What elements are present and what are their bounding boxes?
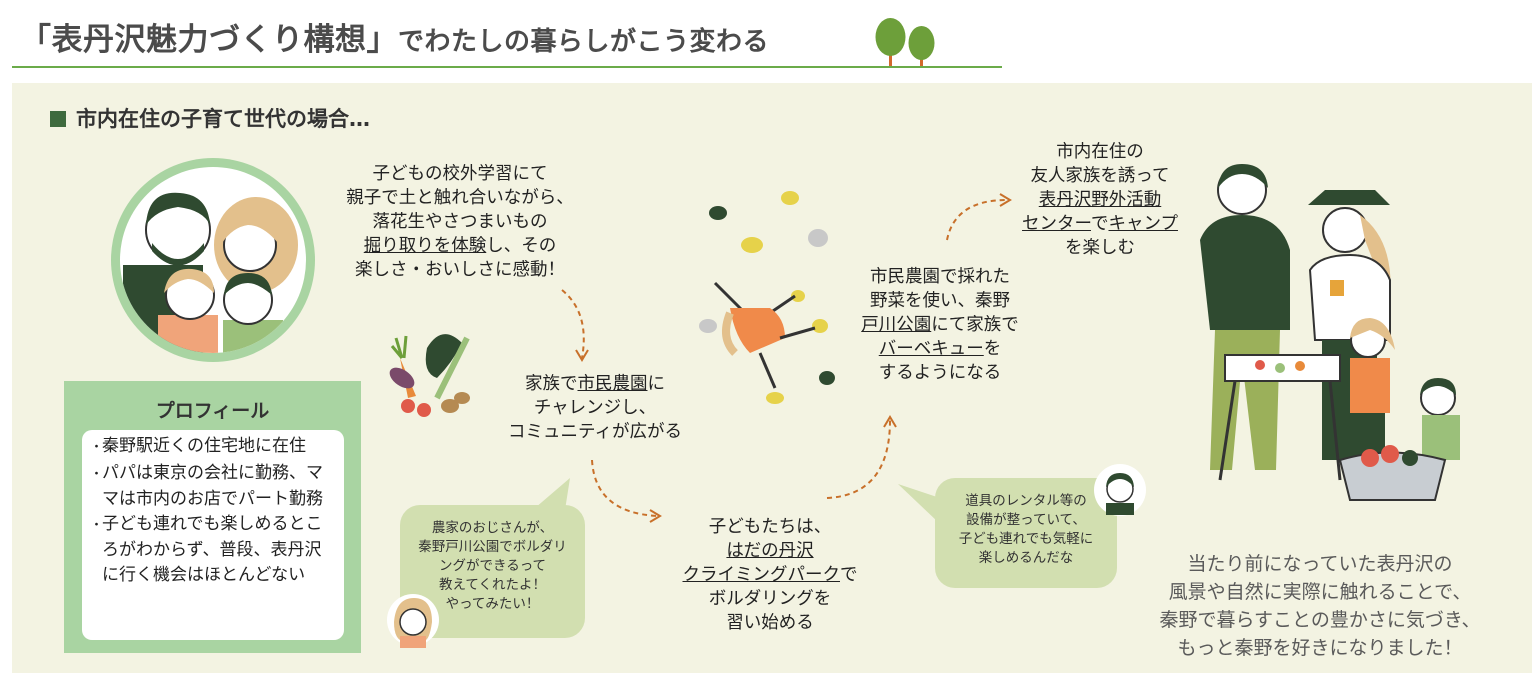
- flow-arrow-1: [561, 289, 589, 362]
- conclusion-text: 当たり前になっていた表丹沢の 風景や自然に実際に触れることで、 秦野で暮らすこと…: [1159, 553, 1481, 659]
- child-avatar: [387, 594, 439, 648]
- dad-speech-bubble: 道具のレンタル等の 設備が整っていて、 子ども連れでも気軽に 楽しめるんだな: [935, 478, 1117, 588]
- step2-text: 家族で市民農園に チャレンジし、 コミュニティが広がる: [508, 374, 682, 442]
- camping-family-illustration: [1200, 164, 1460, 501]
- profile-item: パパは東京の会社に勤務、ママは市内のお店でパート勤務: [90, 461, 338, 512]
- flow-arrow-3: [826, 415, 897, 499]
- step4-text: 市民農園で採れた 野菜を使い、秦野 戸川公園にて家族で バーベキューを するよう…: [861, 267, 1019, 383]
- bubble-tail: [898, 484, 940, 522]
- profile-list: 秦野駅近くの住宅地に在住 パパは東京の会社に勤務、ママは市内のお店でパート勤務 …: [82, 430, 344, 587]
- page-title: 「表丹沢魅力づくり構想」でわたしの暮らしがこう変わる: [20, 14, 769, 59]
- vegetables-illustration: [389, 334, 470, 417]
- bubble-tail: [535, 478, 570, 510]
- family-portrait-illustration: [111, 158, 315, 362]
- step5-text: 市内在住の 友人家族を誘って 表丹沢野外活動 センターでキャンプ を楽しむ: [1022, 142, 1178, 258]
- square-bullet-icon: [50, 111, 66, 127]
- title-quote: 「表丹沢魅力づくり構想」: [20, 22, 398, 58]
- title-underline: [12, 66, 1002, 68]
- section-heading-text: 市内在住の子育て世代の場合…: [76, 107, 370, 131]
- step3-text: 子どもたちは、 はだの丹沢 クライミングパークで ボルダリングを 習い始める: [682, 517, 858, 633]
- profile-title: プロフィール: [155, 400, 270, 422]
- section-heading: 市内在住の子育て世代の場合…: [50, 103, 370, 133]
- dad-avatar: [1094, 464, 1146, 516]
- profile-list-box: 秦野駅近くの住宅地に在住 パパは東京の会社に勤務、ママは市内のお店でパート勤務 …: [82, 430, 344, 640]
- profile-item: 秦野駅近くの住宅地に在住: [90, 434, 338, 461]
- flow-arrow-2: [591, 459, 662, 523]
- tree-icon: [875, 18, 935, 68]
- profile-item: 子ども連れでも楽しめるところがわからず、普段、表丹沢に行く機会はほとんどない: [90, 512, 338, 588]
- flow-arrow-4: [946, 193, 1012, 241]
- title-rest: でわたしの暮らしがこう変わる: [398, 27, 770, 57]
- climbing-illustration: [699, 191, 835, 404]
- step1-text: 子どもの校外学習にて 親子で土と触れ合いながら、 落花生やさつまいもの 掘り取り…: [346, 164, 574, 280]
